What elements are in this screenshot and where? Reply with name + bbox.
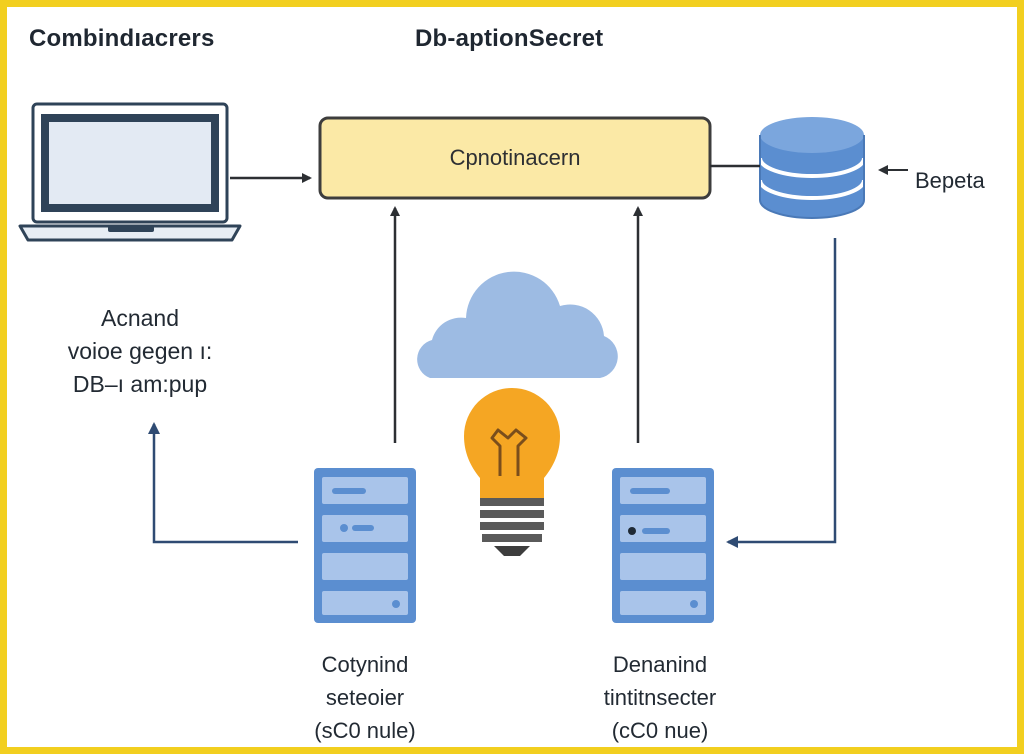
server-right-caption-line-3: (cC0 nue) (611, 718, 709, 743)
server-right-icon (612, 468, 714, 623)
process-box-text: Cpnotinacern (449, 145, 581, 170)
server-right-caption-line-1: Denanind (612, 652, 708, 677)
laptop-icon (18, 102, 242, 242)
laptop-caption-line-3: DB–ı am:pup (72, 371, 208, 397)
arrow-database-to-right-server (726, 238, 837, 548)
database-label: Bepeta (915, 168, 985, 193)
laptop-caption: Acnand voioe gegen ı: DB–ı am:pup (30, 302, 250, 401)
lightbulb-icon (464, 388, 560, 556)
server-left-caption-line-2: seteoier (325, 685, 405, 710)
process-box (318, 116, 712, 200)
server-right-caption-line-2: tintitnsecter (603, 685, 717, 710)
laptop-caption-line-1: Acnand (100, 305, 179, 331)
title-center: Db-aptionSecret (415, 25, 604, 52)
cloud-icon (417, 271, 618, 378)
laptop-caption-line-2: voioe gegen ı: (67, 338, 213, 364)
title-left: Combindıacrers (29, 25, 215, 52)
server-left-icon (314, 468, 416, 623)
server-left-caption-line-3: (sC0 nule) (314, 718, 416, 743)
server-left-caption: Cotynind seteoier (sC0 nule) (265, 648, 465, 747)
process-box-label: Cpnotinacern (320, 118, 710, 198)
database-icon (758, 117, 866, 219)
server-left-caption-line-1: Cotynind (321, 652, 409, 677)
arrow-left-server-to-laptop-caption (148, 422, 298, 544)
server-right-caption: Denanind tintitnsecter (cC0 nue) (560, 648, 760, 747)
